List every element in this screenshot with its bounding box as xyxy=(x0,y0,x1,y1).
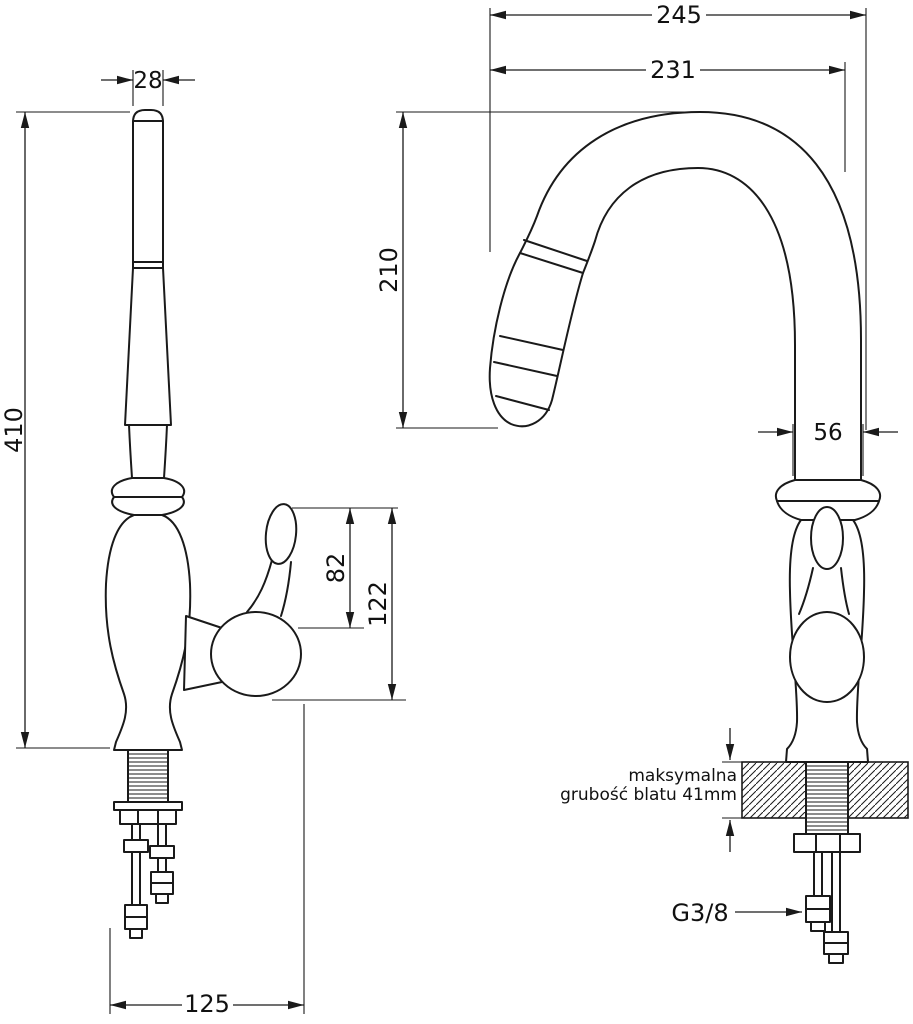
handle-stem xyxy=(246,559,292,617)
extension-line xyxy=(16,111,130,749)
left-hose-tip xyxy=(810,921,826,932)
dim-spout-reach-label: 231 xyxy=(650,56,696,84)
left-hose-tip xyxy=(129,928,143,939)
dim-total-reach-245: 245 xyxy=(489,1,867,430)
spout-tube-seams xyxy=(132,120,164,263)
spout-outer-curve xyxy=(519,111,862,486)
dim-total-height-410: 410 xyxy=(0,111,130,749)
counter-note-line1: maksymalna xyxy=(628,766,737,786)
dim-body-width-label: 56 xyxy=(813,420,842,446)
shank-threads xyxy=(128,753,168,799)
extension-line xyxy=(489,8,867,430)
spout-neck xyxy=(128,424,168,479)
dim-handle-height-label: 82 xyxy=(322,553,350,584)
dim-handle-total-height-122: 122 xyxy=(272,508,406,701)
dim-spout-height-210: 210 xyxy=(375,111,692,429)
mounting-shank xyxy=(127,749,169,803)
left-hose xyxy=(813,851,823,897)
extension-tick xyxy=(722,761,742,819)
washer xyxy=(113,801,183,811)
right-hose xyxy=(831,851,841,933)
faucet-body xyxy=(104,514,192,751)
shank-threads xyxy=(806,765,848,831)
spray-head xyxy=(488,252,584,428)
dim-handle-height-82: 82 xyxy=(292,507,398,629)
dim-base-depth-label: 125 xyxy=(184,990,230,1018)
thread-callout: G3/8 xyxy=(671,899,802,927)
right-faucet-figure xyxy=(488,111,909,964)
spray-head-seams xyxy=(493,335,564,411)
right-stud-nut xyxy=(149,845,175,859)
extension-line xyxy=(292,507,398,629)
locknut-facets xyxy=(815,833,841,853)
handle-boss xyxy=(789,611,865,703)
countertop-thickness-note: maksymalna grubość blatu 41mm xyxy=(560,728,742,852)
dim-body-width-56: 56 xyxy=(758,420,898,476)
spout-taper xyxy=(124,267,172,426)
counter-note-line2: grubość blatu 41mm xyxy=(560,785,737,805)
dim-spout-height-label: 210 xyxy=(375,247,403,293)
right-hose-tip xyxy=(155,893,169,904)
spray-head-upper-seam xyxy=(523,239,588,262)
handle-stem xyxy=(798,567,850,615)
dim-spout-width-label: 28 xyxy=(133,68,162,94)
spout-tube xyxy=(132,109,164,269)
right-hose-tip xyxy=(828,953,844,964)
dim-total-reach-label: 245 xyxy=(656,1,702,29)
locknut-facets xyxy=(137,809,159,825)
countertop-right-section xyxy=(847,761,909,819)
handle-knob xyxy=(810,506,844,570)
locknut xyxy=(793,833,861,853)
handle-pivot xyxy=(210,611,302,697)
extension-line xyxy=(396,111,692,429)
dim-total-height-label: 410 xyxy=(0,407,28,453)
extension-line xyxy=(109,704,305,1014)
dim-spout-reach-231: 231 xyxy=(490,56,846,172)
locknut xyxy=(119,809,177,825)
dim-handle-total-height-label: 122 xyxy=(364,581,392,627)
dim-base-depth-125: 125 xyxy=(109,704,305,1018)
left-faucet-figure xyxy=(104,109,302,939)
dim-spout-width-28: 28 xyxy=(101,68,195,106)
handle-knob xyxy=(264,503,298,565)
thread-label: G3/8 xyxy=(671,899,728,927)
left-stud-nut xyxy=(123,839,149,853)
left-stud xyxy=(131,823,141,906)
countertop-left-section xyxy=(741,761,807,819)
spout-inner-curve xyxy=(582,167,796,486)
